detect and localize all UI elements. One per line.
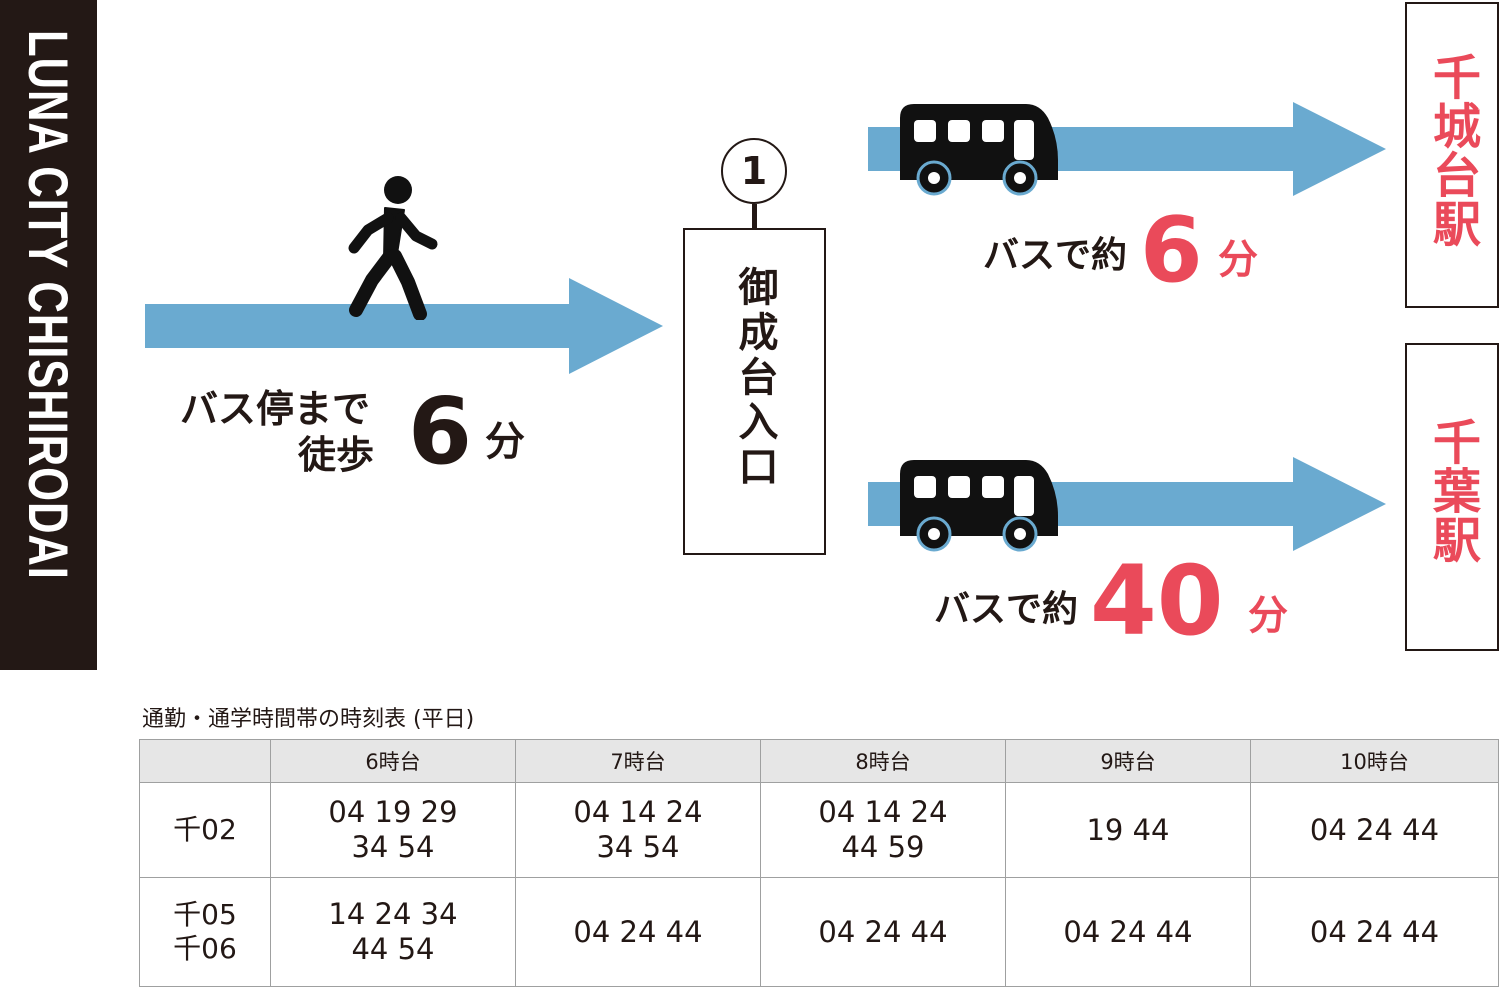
route-code: 千05 千06 xyxy=(139,877,271,987)
side-banner: LUNA CITY CHISHIRODAI xyxy=(0,0,97,670)
route-code: 千02 xyxy=(139,782,271,878)
route2-minutes-unit: 分 xyxy=(1248,593,1288,639)
side-title: LUNA CITY CHISHIRODAI xyxy=(17,30,80,580)
departure-times: 19 44 xyxy=(1005,782,1251,878)
bus-stop-name: 御成台入口 xyxy=(731,266,778,490)
table-row: 千02 04 19 29 34 54 04 14 24 34 54 04 14 … xyxy=(139,782,1499,878)
destination-chishirodai: 千城台駅 xyxy=(1405,2,1499,308)
timetable-header-route xyxy=(139,739,271,783)
walk-minutes: 6 xyxy=(408,378,473,485)
departure-times: 04 14 24 34 54 xyxy=(515,782,761,878)
departure-times: 04 24 44 xyxy=(515,877,761,987)
destination-chishirodai-name: 千城台駅 xyxy=(1424,52,1480,248)
timetable-header-6: 6時台 xyxy=(270,739,516,783)
bus-stop-pole xyxy=(752,204,757,229)
walk-minutes-unit: 分 xyxy=(485,419,525,465)
walking-person-icon xyxy=(348,176,438,320)
route-arrow-chiba xyxy=(868,457,1386,551)
departure-times: 04 19 29 34 54 xyxy=(270,782,516,878)
bus-icon xyxy=(900,460,1058,552)
route2-label: バスで約 xyxy=(934,589,1079,630)
timetable: 6時台 7時台 8時台 9時台 10時台 千02 04 19 29 34 54 … xyxy=(139,739,1499,987)
walk-label-line2: 徒歩 xyxy=(298,433,375,477)
departure-times: 04 14 24 44 59 xyxy=(760,782,1006,878)
bus-icon xyxy=(900,104,1058,196)
timetable-header-9: 9時台 xyxy=(1005,739,1251,783)
bus-stop-sign: 御成台入口 xyxy=(683,228,826,555)
route-arrow-chishirodai xyxy=(868,102,1386,196)
timetable-header-10: 10時台 xyxy=(1250,739,1499,783)
table-row: 千05 千06 14 24 34 44 54 04 24 44 04 24 44… xyxy=(139,877,1499,987)
walk-arrow xyxy=(145,278,663,374)
departure-times: 04 24 44 xyxy=(1005,877,1251,987)
timetable-header-row: 6時台 7時台 8時台 9時台 10時台 xyxy=(139,739,1499,783)
destination-chiba: 千葉駅 xyxy=(1405,343,1499,651)
departure-times: 04 24 44 xyxy=(1250,877,1499,987)
route1-minutes-unit: 分 xyxy=(1218,237,1258,283)
departure-times: 04 24 44 xyxy=(1250,782,1499,878)
timetable-title: 通勤・通学時間帯の時刻表 (平日) xyxy=(142,707,475,732)
departure-times: 04 24 44 xyxy=(760,877,1006,987)
destination-chiba-name: 千葉駅 xyxy=(1424,417,1480,564)
walk-label-line1: バス停まで xyxy=(180,387,371,431)
route1-label: バスで約 xyxy=(983,235,1128,276)
timetable-header-7: 7時台 xyxy=(515,739,761,783)
timetable-header-8: 8時台 xyxy=(760,739,1006,783)
departure-times: 14 24 34 44 54 xyxy=(270,877,516,987)
bus-stop-number: 1 xyxy=(721,138,787,204)
route2-minutes: 40 xyxy=(1090,545,1224,657)
route1-minutes: 6 xyxy=(1140,198,1203,303)
